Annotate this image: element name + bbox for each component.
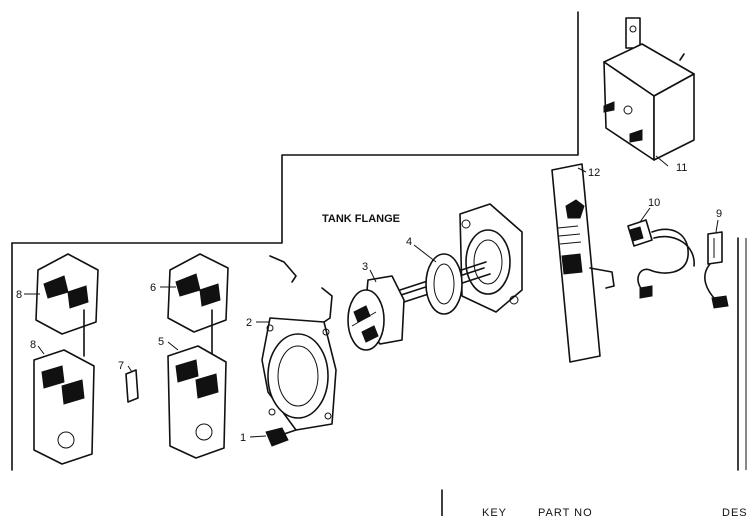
callout-8-upper: 8 (16, 289, 22, 301)
thermostat-lower-left (33, 349, 95, 465)
callout-11: 11 (676, 162, 687, 174)
footer-description: DES (722, 507, 748, 516)
thermostat-upper-left (35, 253, 99, 357)
section-border (11, 11, 747, 516)
tank-flange-heading: TANK FLANGE (322, 213, 400, 225)
callout-10: 10 (648, 197, 660, 209)
thermostat-upper-center (167, 253, 229, 357)
callout-2: 2 (246, 317, 252, 329)
callout-3: 3 (362, 261, 368, 273)
cover-plate (551, 163, 615, 363)
callout-12: 12 (588, 167, 600, 179)
callout-4: 4 (406, 236, 412, 248)
clip (125, 369, 139, 403)
callout-5: 5 (158, 336, 164, 348)
callout-9: 9 (716, 208, 722, 220)
leader-lines (24, 155, 719, 438)
callout-6: 6 (150, 282, 156, 294)
callout-7: 7 (118, 360, 124, 372)
tank-flange-assembly (347, 203, 523, 351)
control-box (603, 17, 695, 161)
gasket-plate (261, 255, 337, 431)
wire-assembly (627, 219, 729, 309)
thermostat-lower-center (167, 345, 227, 459)
footer-part-no: PART NO (538, 507, 593, 516)
callout-8-lower: 8 (30, 339, 36, 351)
screw (265, 427, 297, 447)
callout-1: 1 (240, 432, 246, 444)
footer-key: KEY (482, 507, 507, 516)
